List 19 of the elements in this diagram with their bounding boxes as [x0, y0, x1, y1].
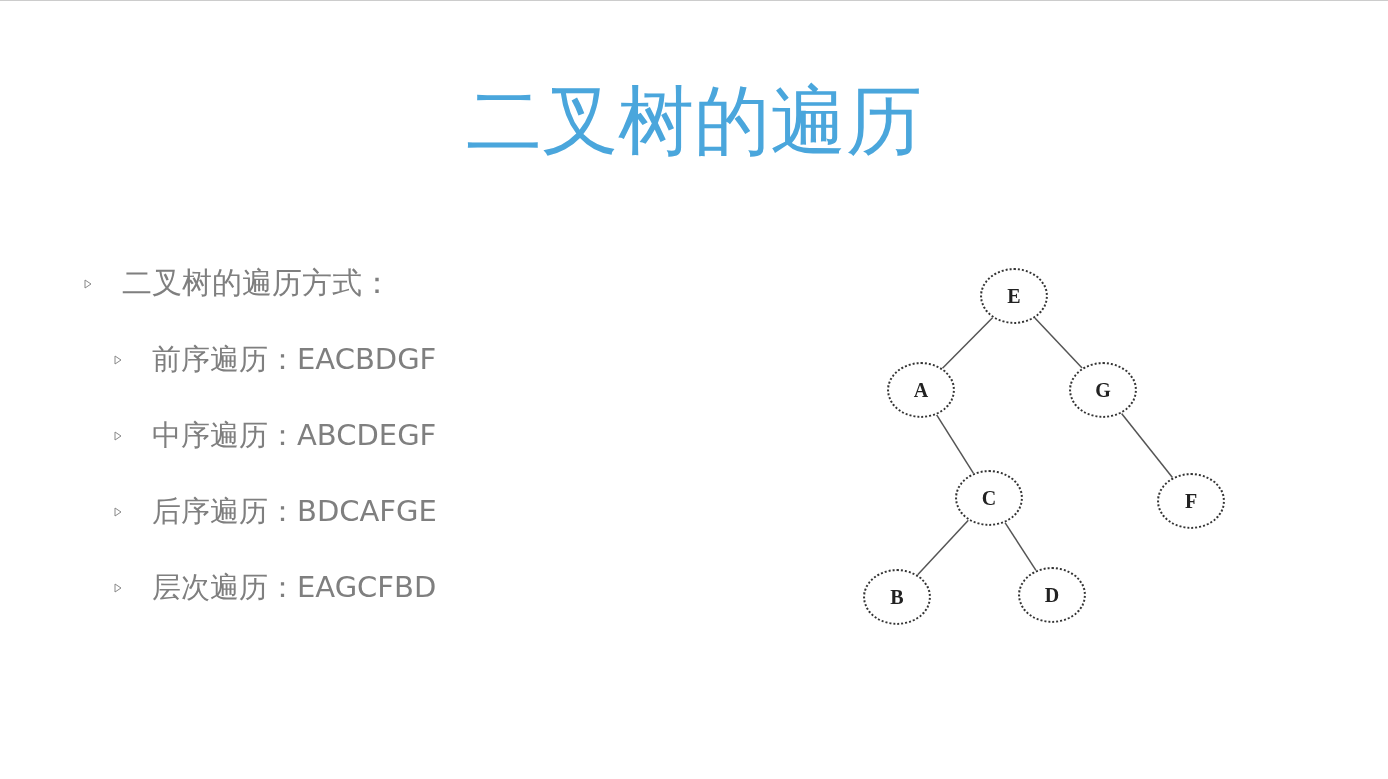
- connector-line: [941, 316, 994, 370]
- connector-line: [916, 519, 970, 576]
- tree-node-circle: C: [955, 470, 1023, 526]
- list-item-text: 中序遍历：ABCDEGF: [152, 417, 437, 454]
- tree-node-circle: G: [1069, 362, 1137, 418]
- list-item-text: 前序遍历：EACBDGF: [152, 341, 437, 378]
- tree-node-circle: F: [1157, 473, 1225, 529]
- list-item-text: 后序遍历：BDCAFGE: [152, 493, 437, 530]
- connector-line: [1004, 521, 1037, 572]
- connector-line: [1120, 412, 1174, 479]
- connector-line: [1034, 317, 1083, 369]
- connector-line: [935, 414, 975, 474]
- tree-node-circle: A: [887, 362, 955, 418]
- title: 二叉树的遍历: [465, 75, 923, 167]
- tree-node-circle: B: [863, 569, 931, 625]
- list-item-text: 层次遍历：EAGCFBD: [152, 569, 437, 606]
- tree-node-circle: D: [1018, 567, 1086, 623]
- list-item-text: 二叉树的遍历方式：: [122, 264, 392, 302]
- tree-node-circle: E: [980, 268, 1048, 324]
